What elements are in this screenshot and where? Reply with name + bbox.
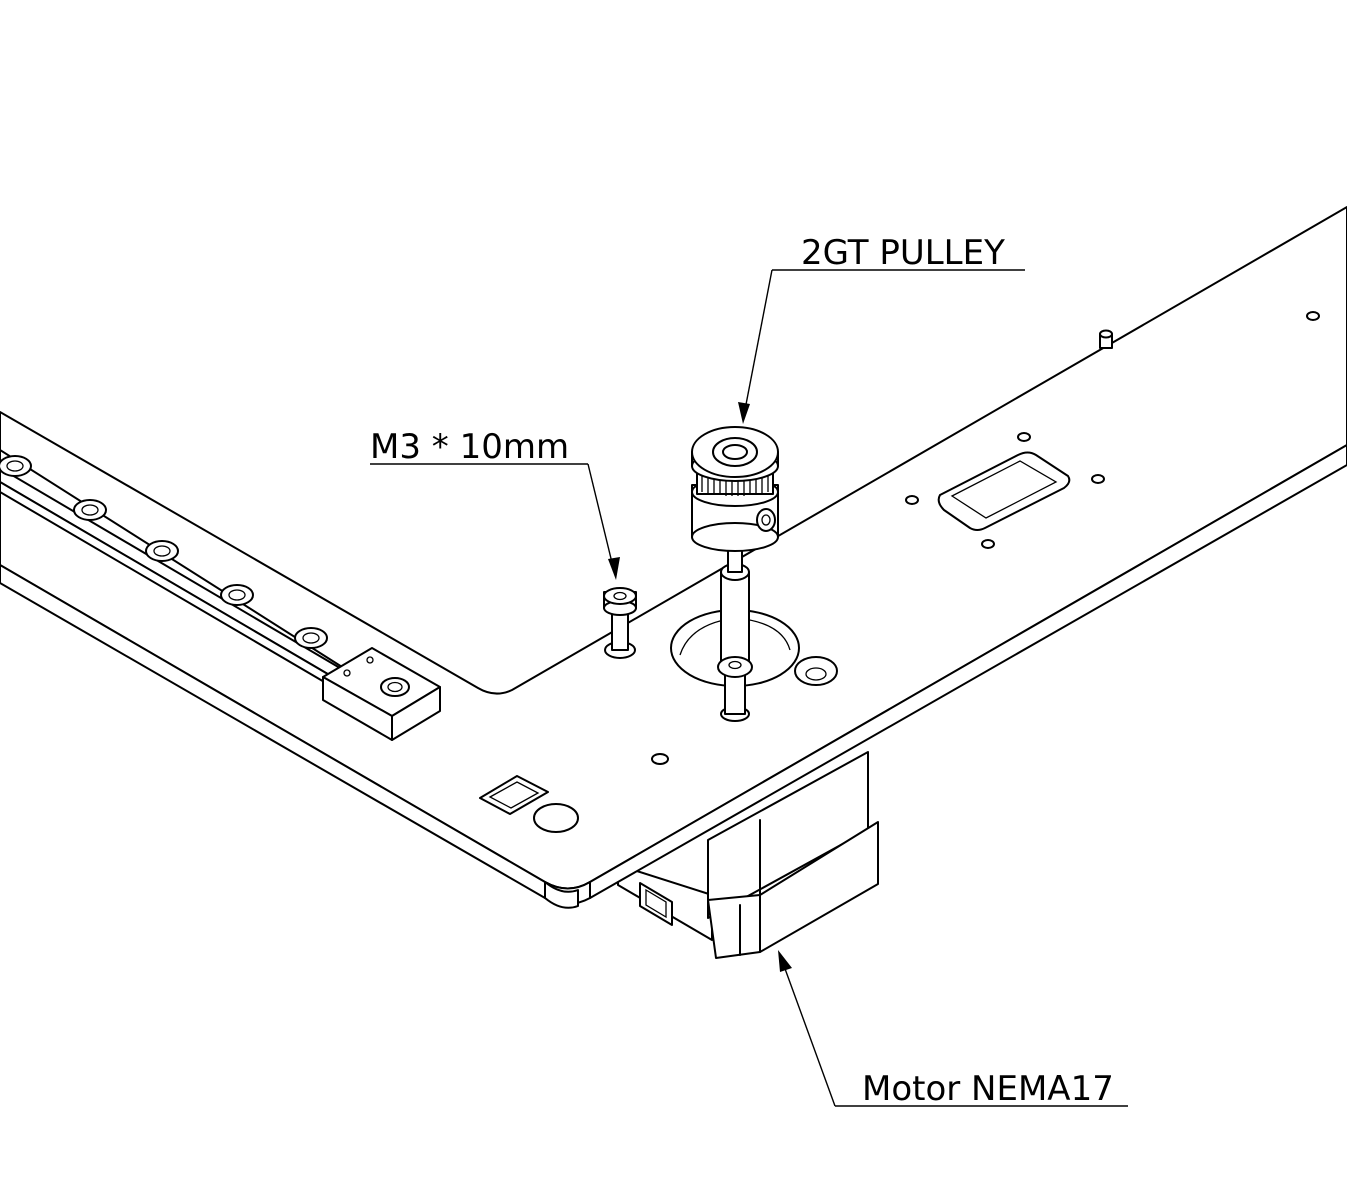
base-plate: [0, 206, 1347, 909]
callout-screw: M3 * 10mm: [370, 427, 620, 580]
linear-rail: [0, 449, 441, 741]
rail-screw: [0, 455, 328, 649]
motor-label: Motor NEMA17: [862, 1069, 1114, 1109]
callout-motor: Motor NEMA17: [778, 950, 1128, 1109]
m3-screw: [603, 587, 637, 659]
pulley-label: 2GT PULLEY: [801, 233, 1005, 273]
motor-mount-screw: [717, 656, 753, 722]
pin: [1099, 329, 1113, 349]
motor-shaft: [720, 547, 750, 668]
small-slot: [479, 775, 549, 815]
rect-slot: [937, 451, 1071, 531]
counterbore: [794, 656, 838, 686]
callout-pulley: 2GT PULLEY: [738, 233, 1025, 424]
rail-end-block: [322, 647, 441, 741]
nema17-motor: [617, 751, 879, 959]
gt2-pulley: [691, 426, 779, 552]
screw-label: M3 * 10mm: [370, 427, 569, 467]
